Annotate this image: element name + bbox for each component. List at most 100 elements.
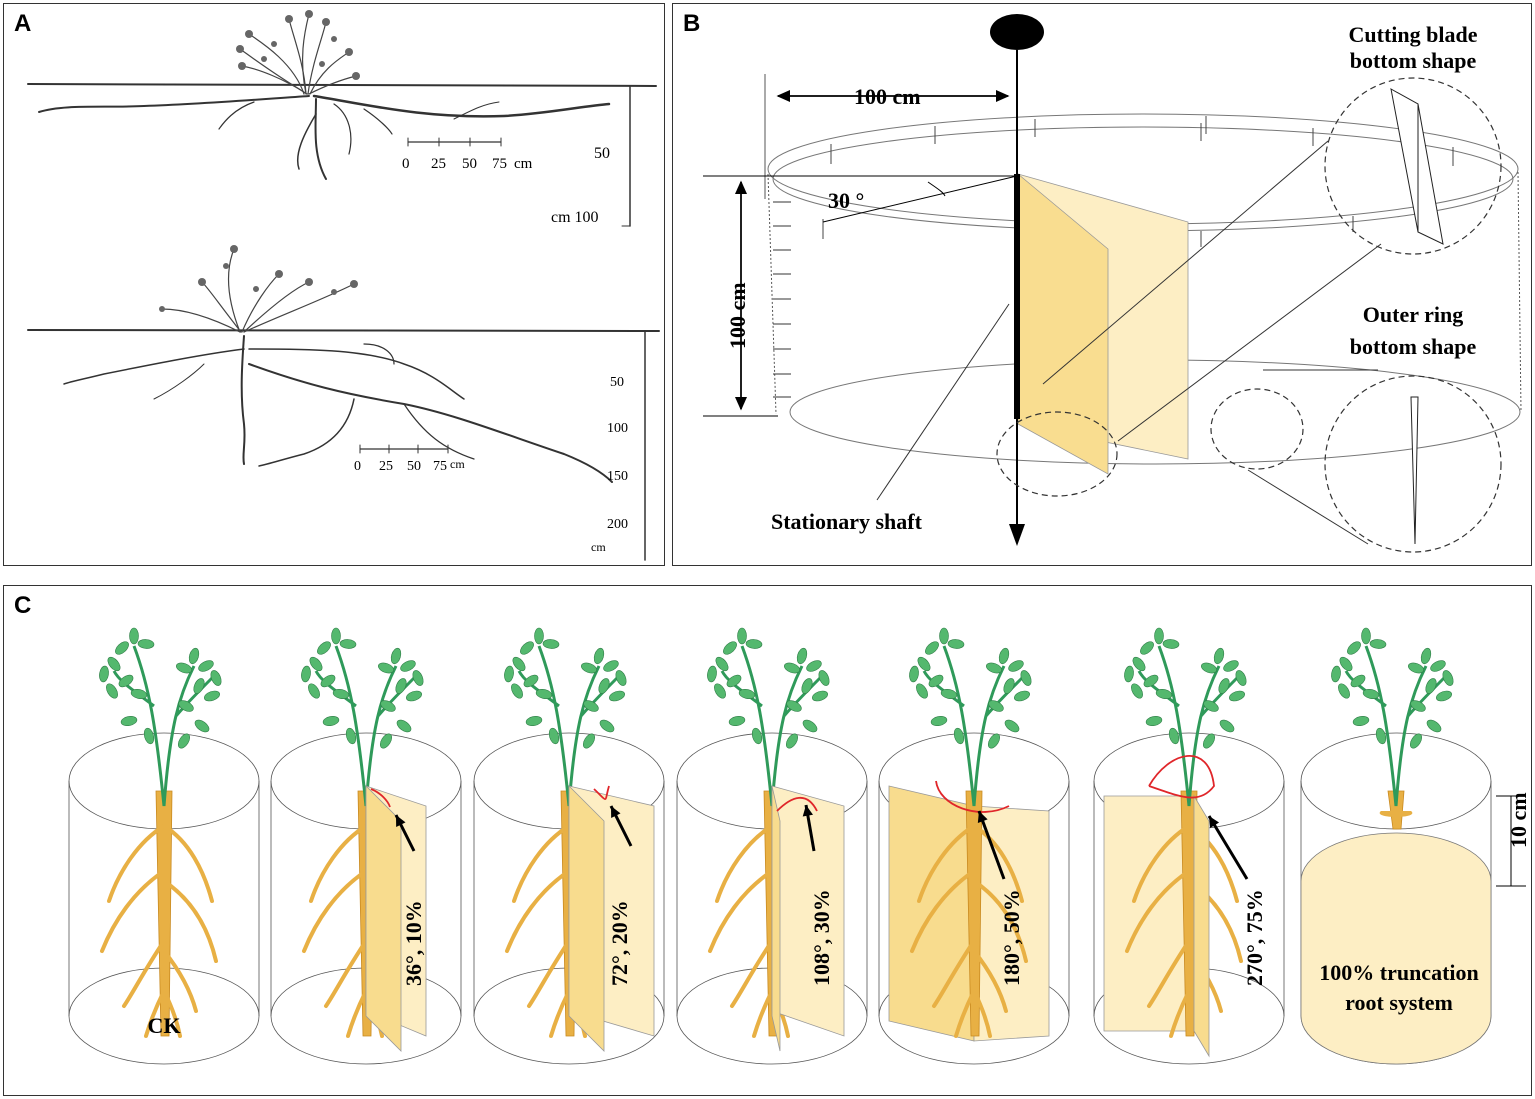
depth-unit-bottom: cm	[591, 540, 606, 554]
leaf-icon	[728, 716, 746, 726]
shaft-label: Stationary shaft	[771, 509, 923, 534]
treatment-label-180: 180°, 50%	[999, 889, 1024, 986]
root-drawing-bottom	[27, 245, 660, 561]
leaf-icon	[608, 690, 626, 702]
treatment-label-100-line2: root system	[1345, 990, 1453, 1015]
stationary-shaft	[990, 14, 1044, 546]
leaf-icon	[345, 727, 357, 745]
leaf-icon	[309, 656, 323, 672]
plant-stem	[112, 645, 216, 807]
leaf-icon	[615, 670, 627, 686]
leaf-icon	[210, 670, 222, 686]
scale-unit-top: cm	[514, 156, 533, 172]
leaf-icon	[598, 678, 610, 694]
leaf-icon	[737, 627, 747, 645]
leaf-icon	[395, 678, 407, 694]
leaf-icon	[1352, 716, 1370, 726]
ring-shape-icon	[1410, 396, 1419, 545]
leaf-icon	[715, 656, 729, 672]
leader-blade-2	[1117, 243, 1382, 442]
leaf-icon	[1162, 639, 1180, 649]
arrow-head	[611, 806, 621, 818]
scale-tick-bottom: 75	[433, 459, 447, 474]
leaf-icon	[1202, 733, 1216, 749]
truncated-soil-block	[1300, 832, 1492, 1065]
scale-tick-bottom: 0	[354, 459, 361, 474]
leaf-icon	[332, 688, 350, 700]
leaf-icon	[603, 660, 619, 672]
lateral-root	[162, 989, 182, 1038]
leaf-icon	[203, 690, 221, 702]
lateral-root	[527, 939, 571, 1008]
ring-title-line2: bottom shape	[1350, 334, 1477, 359]
lateral-root	[302, 869, 368, 953]
leaf-icon	[130, 688, 148, 700]
leaf-icon	[802, 719, 818, 733]
treatment-column	[1300, 627, 1526, 1065]
treatment-column	[676, 627, 868, 1065]
leaf-icon	[1132, 656, 1146, 672]
leaf-icon	[1140, 641, 1154, 655]
lateral-root	[144, 989, 166, 1038]
blade-title-line1: Cutting blade	[1349, 22, 1478, 47]
lateral-root	[752, 989, 774, 1038]
lateral-root	[972, 824, 1024, 903]
leaf-icon	[523, 674, 539, 688]
leaf-icon	[796, 647, 808, 665]
leaf-icon	[390, 647, 402, 665]
cutting-blade	[568, 785, 605, 1052]
lateral-root	[917, 824, 976, 903]
lateral-root	[162, 824, 214, 903]
treatment-label-108: 108°, 30%	[809, 889, 834, 986]
plant-stem	[720, 645, 824, 807]
ground-line-bottom	[27, 329, 660, 332]
leaf-icon	[177, 733, 191, 749]
leaf-icon	[1213, 647, 1225, 665]
leaf-icon	[317, 641, 331, 655]
leaf-icon	[322, 716, 340, 726]
shoot-top	[239, 13, 357, 95]
plant-stem	[1137, 645, 1241, 807]
leaf-icon	[998, 647, 1010, 665]
leaf-icon	[1124, 665, 1134, 683]
truncation-treatments: CK 36°, 10% 72°, 20% 108°, 30% 180°, 50%…	[68, 627, 1531, 1065]
panel-a: A	[3, 3, 665, 566]
lateral-root	[972, 949, 1008, 1013]
leaf-icon	[986, 662, 1002, 674]
treatment-column	[473, 627, 665, 1065]
angle-arc	[370, 788, 391, 808]
leaf-icon	[548, 727, 560, 745]
leaf-icon	[909, 665, 919, 683]
lateral-root	[346, 989, 368, 1038]
depth-tick-top: 50	[594, 145, 610, 162]
leaf-icon	[1004, 719, 1020, 733]
plant-stem	[314, 645, 418, 807]
leaf-icon	[129, 627, 139, 645]
leaf-icon	[1338, 683, 1350, 699]
leaf-icon	[1362, 688, 1380, 700]
leaf-icon	[953, 727, 965, 745]
leaf-icon	[535, 688, 553, 700]
leaf-icon	[380, 700, 396, 712]
leaf-icon	[714, 683, 726, 699]
leaf-icon	[1201, 662, 1217, 674]
leaf-icon	[939, 627, 949, 645]
leaf-icon	[1430, 660, 1446, 672]
leaf-icon	[593, 647, 605, 665]
lateral-root	[972, 879, 1028, 963]
leaf-icon	[707, 665, 717, 683]
lateral-root	[954, 989, 976, 1038]
leaf-icon	[583, 700, 599, 712]
blade-detail-circle	[1324, 77, 1502, 255]
leaf-icon	[1203, 700, 1219, 712]
leaf-icon	[1369, 639, 1387, 649]
treatment-label-72: 72°, 20%	[607, 900, 632, 986]
leaf-icon	[940, 688, 958, 700]
lateral-root	[309, 824, 368, 903]
leaf-icon	[176, 662, 192, 674]
leaf-icon	[1361, 627, 1371, 645]
leaf-icon	[331, 627, 341, 645]
arrow-head	[802, 805, 813, 817]
leaf-icon	[193, 678, 205, 694]
lateral-root	[512, 824, 571, 903]
